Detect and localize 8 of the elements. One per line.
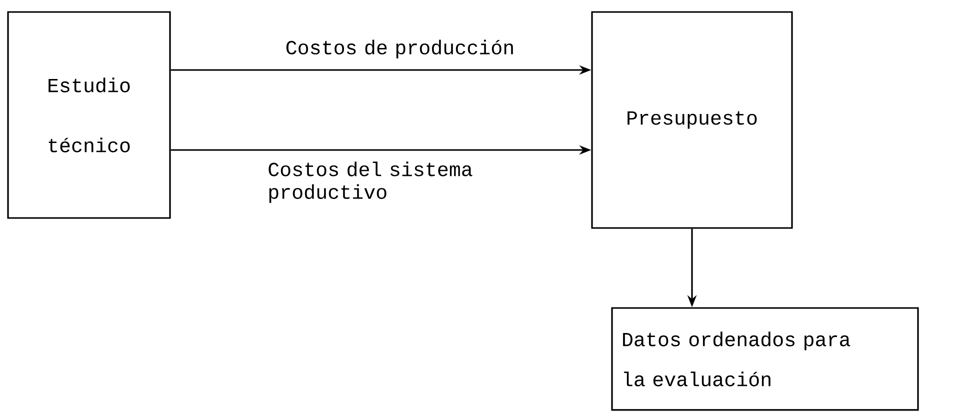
node-label: Presupuesto <box>628 111 757 129</box>
node-label: Datos ordenados para la evaluación <box>623 332 850 386</box>
edge-label: Costos del sistema productivo <box>268 162 472 203</box>
edge-label: Costos de producción <box>286 40 513 58</box>
process-box <box>611 307 919 411</box>
process-box <box>591 11 793 229</box>
node-label: Estudio técnico <box>48 78 130 152</box>
process-box <box>7 11 171 219</box>
